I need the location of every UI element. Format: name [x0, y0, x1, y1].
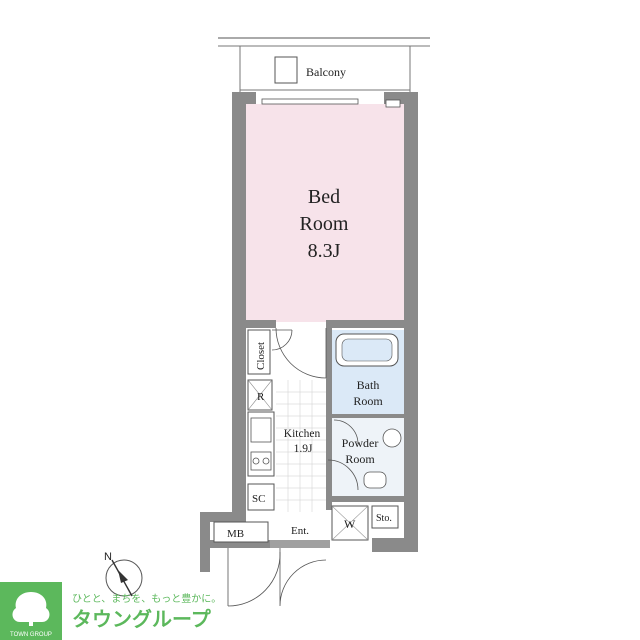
closet — [247, 329, 271, 375]
compass-north-label: N — [104, 551, 112, 563]
entrance-label: Ent. — [291, 525, 309, 537]
kitchen-size: 1.9J — [294, 443, 313, 455]
bedroom-size: 8.3J — [308, 240, 341, 262]
storage — [371, 505, 399, 529]
balcony-label: Balcony — [306, 65, 346, 79]
powder-label-line2: Room — [345, 452, 375, 466]
bedroom-label-line2: Room — [300, 213, 349, 235]
burner-icon — [262, 457, 270, 465]
logo-brand-name: タウングループ — [72, 607, 212, 631]
meter-box — [213, 521, 269, 543]
meter-box-label: MB — [227, 528, 244, 540]
vent — [385, 99, 401, 108]
bath-door — [333, 419, 359, 445]
company-logo[interactable]: TOWN GROUP ひとと、まちを、もっと豊かに。 タウングループ — [0, 582, 221, 640]
kitchen-label: Kitchen — [284, 428, 321, 440]
bath-label-line2: Room — [353, 394, 383, 408]
shoe-closet-label: SC — [252, 493, 265, 505]
sink — [250, 417, 272, 443]
kitchen-tiles — [276, 380, 326, 512]
bedroom-door — [275, 327, 327, 379]
burner-icon — [252, 457, 260, 465]
refrigerator-label: R — [257, 391, 265, 403]
compass-icon: N — [104, 551, 143, 597]
closet-door — [271, 329, 293, 351]
balcony-area: Balcony — [218, 37, 430, 92]
logo-tagline: ひとと、まちを、もっと豊かに。 — [72, 592, 221, 605]
entrance-door-2 — [279, 548, 327, 607]
window — [261, 98, 359, 105]
walls — [200, 92, 418, 572]
powder-door — [327, 459, 359, 491]
powder-label-line1: Powder — [342, 436, 379, 450]
stove — [250, 451, 272, 471]
washbasin — [382, 428, 402, 448]
toilet-tank — [363, 471, 387, 489]
entrance-door — [227, 548, 281, 607]
bedroom-label-line1: Bed — [308, 186, 340, 208]
balcony-unit — [274, 56, 298, 84]
bath-label-line1: Bath — [357, 378, 380, 392]
closet-label: Closet — [255, 342, 267, 370]
storage-label: Sto. — [376, 513, 392, 524]
washer-label: W — [344, 517, 356, 531]
bedroom — [246, 104, 404, 322]
logo-brand-small: TOWN GROUP — [10, 632, 52, 638]
shoe-closet — [247, 483, 275, 511]
